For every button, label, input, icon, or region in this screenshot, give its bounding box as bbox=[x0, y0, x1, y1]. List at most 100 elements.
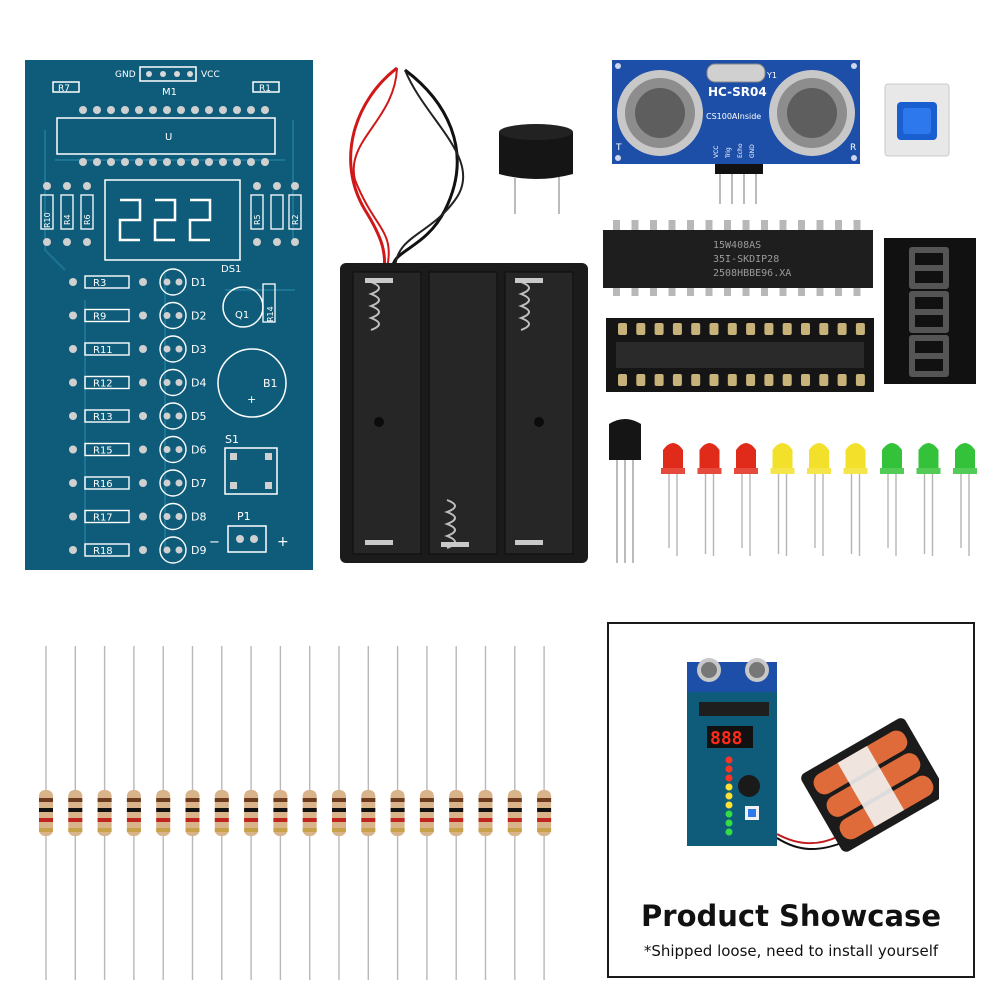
resistor bbox=[273, 646, 288, 980]
r4-label: R4 bbox=[63, 214, 72, 225]
resistor-set bbox=[39, 646, 552, 980]
r2-label: R2 bbox=[291, 214, 300, 225]
pcb-resistor-label: R16 bbox=[93, 479, 113, 490]
display-outline-digits bbox=[118, 198, 212, 242]
pcb-led-label: D4 bbox=[191, 377, 206, 390]
led bbox=[953, 443, 977, 556]
mcu-chip: 15W408AS 35I-SKDIP28 2508HBBE96.XA bbox=[603, 220, 873, 296]
assembled-kit-image: 888 bbox=[687, 658, 939, 852]
buzzer-outline bbox=[217, 348, 287, 418]
mini-led bbox=[725, 774, 733, 782]
ic-label: U bbox=[165, 132, 172, 143]
resistor bbox=[449, 646, 464, 980]
led bbox=[734, 443, 758, 556]
led bbox=[843, 443, 868, 556]
led bbox=[880, 443, 904, 556]
pcb-resistor-label: R13 bbox=[93, 412, 113, 423]
mini-led bbox=[725, 783, 733, 791]
r6-label: R6 bbox=[83, 214, 92, 225]
ic-pads bbox=[79, 106, 269, 166]
resistor bbox=[39, 646, 53, 980]
r14-outline bbox=[262, 283, 276, 323]
mini-led bbox=[725, 792, 733, 800]
pcb-led-label: D6 bbox=[191, 444, 206, 457]
push-button bbox=[884, 83, 950, 157]
r1-label: R1 bbox=[259, 84, 271, 94]
led bbox=[807, 443, 831, 556]
mini-buzzer bbox=[738, 775, 760, 797]
mcu-line1: 15W408AS bbox=[713, 240, 761, 251]
display-label: DS1 bbox=[221, 264, 241, 275]
resistor bbox=[507, 646, 522, 980]
sensor-pins bbox=[715, 164, 763, 204]
r7-label: R7 bbox=[58, 84, 70, 94]
mcu-body bbox=[603, 230, 873, 288]
r5-label: R5 bbox=[253, 214, 262, 225]
resistor bbox=[185, 646, 200, 980]
module-header-pins bbox=[146, 71, 193, 77]
power-plus: + bbox=[277, 534, 289, 550]
vcc-label: VCC bbox=[201, 70, 220, 80]
pin-vcc: VCC bbox=[713, 146, 720, 158]
switch-pads bbox=[230, 453, 272, 489]
crystal bbox=[706, 63, 766, 83]
transistor bbox=[609, 419, 641, 563]
pcb-resistor-label: R9 bbox=[93, 312, 106, 323]
mini-battery-pack bbox=[801, 718, 939, 852]
resistor bbox=[126, 646, 141, 980]
battery-springs bbox=[368, 281, 530, 549]
receiver bbox=[769, 70, 855, 156]
pcb-led-label: D7 bbox=[191, 477, 206, 490]
mini-led bbox=[725, 828, 733, 836]
mcu-line3: 2508HBBE96.XA bbox=[713, 268, 791, 279]
resistor bbox=[478, 646, 493, 980]
power-minus: − bbox=[209, 535, 220, 550]
gnd-label: GND bbox=[115, 70, 136, 80]
product-showcase-panel: 888 Product Showcase *Shipped loose, nee… bbox=[607, 622, 975, 978]
resistor bbox=[97, 646, 112, 980]
resistor bbox=[214, 646, 229, 980]
sensor-chip-text: CS100AInside bbox=[706, 112, 761, 121]
battery-contacts bbox=[365, 278, 543, 547]
r14-label: R14 bbox=[266, 306, 275, 322]
resistor bbox=[332, 646, 346, 980]
mini-led bbox=[725, 765, 733, 773]
pin-echo: Echo bbox=[737, 143, 744, 158]
resistor bbox=[244, 646, 259, 980]
led-set bbox=[661, 443, 977, 556]
pcb-resistor-label: R3 bbox=[93, 278, 106, 289]
led bbox=[661, 443, 685, 556]
pcb-led-label: D3 bbox=[191, 343, 206, 356]
display-digits bbox=[909, 247, 949, 377]
sensor-side-t: T bbox=[615, 143, 622, 153]
resistor bbox=[537, 646, 552, 980]
buzzer-plus: + bbox=[247, 393, 256, 406]
pcb-led-label: D1 bbox=[191, 276, 206, 289]
r10-label: R10 bbox=[43, 212, 52, 228]
buzzer-label: B1 bbox=[263, 377, 278, 390]
pin-gnd: GND bbox=[749, 144, 756, 158]
q1-label: Q1 bbox=[235, 310, 249, 321]
pcb-resistor-label: R15 bbox=[93, 446, 113, 457]
pcb-resistor-label: R18 bbox=[93, 546, 113, 557]
mini-display-digits: 888 bbox=[710, 728, 743, 749]
pcb-resistor-label: R12 bbox=[93, 379, 113, 390]
ic-socket bbox=[606, 318, 874, 392]
side-pads bbox=[43, 182, 299, 246]
transmitter bbox=[617, 70, 703, 156]
pin-trig: Trig bbox=[725, 147, 732, 159]
mini-led bbox=[725, 756, 733, 764]
socket-contacts bbox=[618, 323, 865, 386]
showcase-note: *Shipped loose, need to install yourself bbox=[643, 942, 939, 960]
resistor bbox=[302, 646, 317, 980]
switch-label: S1 bbox=[225, 433, 239, 446]
resistor bbox=[390, 646, 405, 980]
mcu-pins bbox=[613, 220, 861, 296]
pcb-resistor-label: R17 bbox=[93, 513, 113, 524]
pcb-led-label: D8 bbox=[191, 511, 206, 524]
seven-segment-display bbox=[884, 238, 976, 384]
pcb-led-label: D2 bbox=[191, 310, 206, 323]
battery-slot-2 bbox=[428, 271, 498, 555]
mini-led bbox=[725, 819, 733, 827]
